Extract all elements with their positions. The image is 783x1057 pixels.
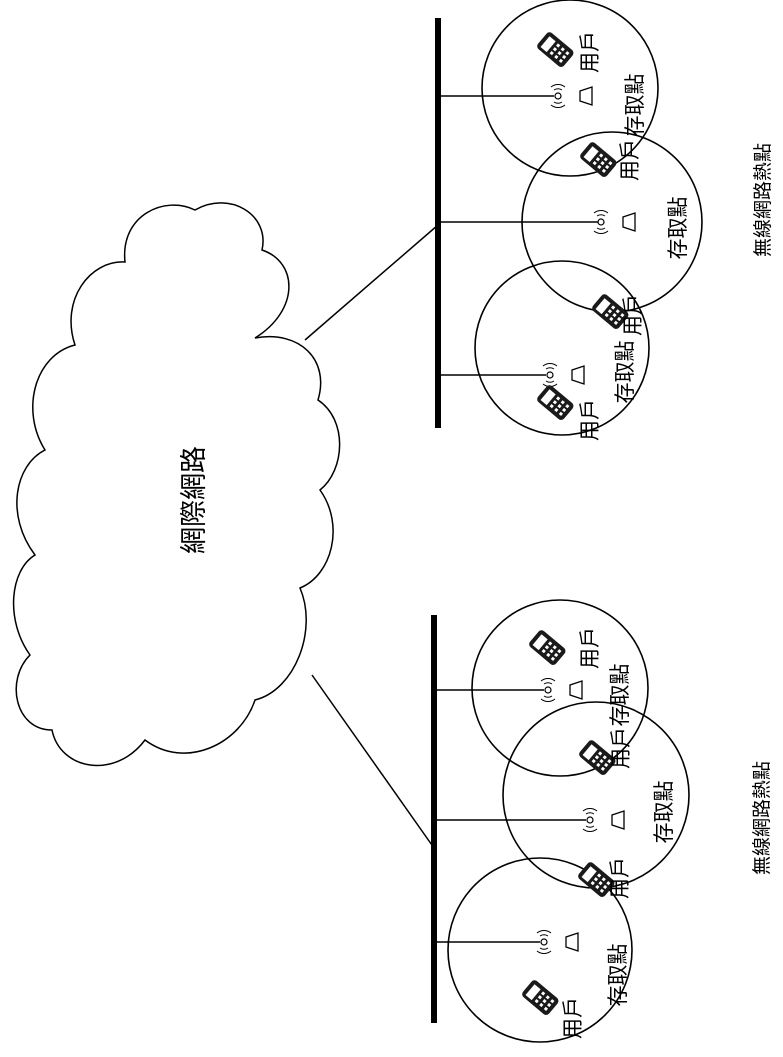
coverage-circle <box>481 0 659 177</box>
phone-icon <box>578 140 619 179</box>
hotspot-bottom: 用戶 存取點 用戶 存取點 用戶 用戶 存取點 無線網路熱點 <box>431 599 773 1043</box>
ap-label: 存取點 <box>608 664 632 727</box>
phone-icon <box>535 383 576 422</box>
access-point-icon <box>579 86 593 106</box>
coverage-circle <box>474 260 650 436</box>
coverage-circle <box>471 599 649 777</box>
phone-icon <box>520 978 561 1017</box>
ap-label: 存取點 <box>666 197 690 260</box>
hotspot-label: 無線網路熱點 <box>752 143 774 257</box>
user-label: 用戶 <box>578 399 602 441</box>
phone-icon <box>527 628 568 667</box>
user-label: 用戶 <box>621 294 645 336</box>
access-point-icon <box>569 680 583 700</box>
internet-label: 網際網路 <box>179 446 210 554</box>
hotspot-label: 無線網路熱點 <box>751 761 773 875</box>
access-point-icon <box>565 932 579 952</box>
user-label: 用戶 <box>609 727 633 769</box>
access-point-icon <box>611 810 625 830</box>
access-point-icon <box>622 212 636 232</box>
cloud-link-bottom <box>311 674 435 849</box>
access-point-icon <box>571 365 585 385</box>
ap-label: 存取點 <box>606 944 630 1007</box>
ap-label: 存取點 <box>613 341 637 404</box>
user-label: 用戶 <box>618 139 642 181</box>
coverage-circle <box>447 857 633 1043</box>
cloud-link-top <box>304 224 439 341</box>
internet-cloud <box>12 202 341 767</box>
user-label: 用戶 <box>608 857 632 899</box>
phone-icon <box>535 30 576 69</box>
ap-label: 存取點 <box>623 74 647 137</box>
user-label: 用戶 <box>578 31 602 73</box>
hotspot-top: 用戶 存取點 用戶 存取點 用戶 用戶 存取點 無線網路熱點 <box>435 0 774 441</box>
ap-label: 存取點 <box>652 781 676 844</box>
user-label: 用戶 <box>578 627 602 669</box>
user-label: 用戶 <box>561 997 585 1039</box>
